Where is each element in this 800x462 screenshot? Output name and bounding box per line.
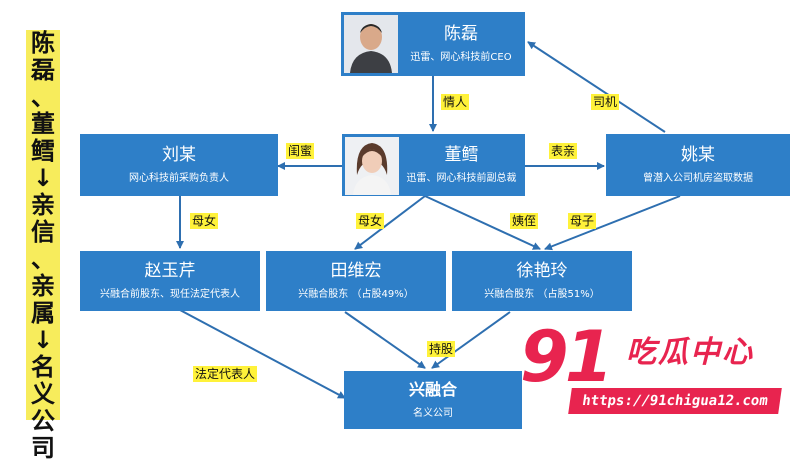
node-dong-xue: 董鳕 迅雷、网心科技前副总裁 bbox=[342, 134, 525, 196]
node-name: 兴融合 bbox=[408, 379, 457, 399]
side-title-char: 鳕 bbox=[31, 137, 55, 165]
edge-label-legal-rep: 法定代表人 bbox=[193, 366, 258, 382]
watermark-number: 91 bbox=[520, 316, 613, 398]
edge-label-lover: 情人 bbox=[441, 94, 470, 110]
edge-label-bestie: 闺蜜 bbox=[286, 143, 315, 159]
edge-label-mother-daughter-liu: 母女 bbox=[190, 213, 219, 229]
node-desc: 迅雷、网心科技前CEO bbox=[410, 51, 512, 63]
side-title-char: 义 bbox=[31, 380, 55, 408]
node-desc: 兴融合前股东、现任法定代表人 bbox=[100, 288, 240, 300]
side-title-char: ↓ bbox=[32, 164, 54, 192]
node-xu: 徐艳玲 兴融合股东 （占股51%） bbox=[452, 251, 632, 311]
side-title-char: ↓ bbox=[32, 326, 54, 354]
node-desc: 名义公司 bbox=[413, 407, 453, 419]
edge-label-holding: 持股 bbox=[427, 341, 456, 357]
watermark-url: https://91chigua12.com bbox=[568, 388, 782, 414]
edge-zhao-xrh bbox=[179, 309, 346, 399]
node-desc: 网心科技前采购负责人 bbox=[129, 172, 229, 184]
node-name: 姚某 bbox=[681, 144, 715, 165]
node-tian: 田维宏 兴融合股东 （占股49%） bbox=[266, 251, 446, 311]
node-liu: 刘某 网心科技前采购负责人 bbox=[80, 134, 278, 196]
edge-dong-xu bbox=[424, 195, 541, 250]
node-desc: 曾潜入公司机房盗取数据 bbox=[643, 172, 753, 184]
side-title-char: 亲 bbox=[31, 272, 55, 300]
portrait-chen-lei bbox=[344, 15, 398, 73]
node-desc: 兴融合股东 （占股51%） bbox=[484, 288, 600, 300]
side-title-char: 陈 bbox=[31, 29, 55, 57]
side-title-char: 信 bbox=[31, 218, 55, 246]
edge-dong-tian bbox=[354, 195, 426, 250]
side-title: 陈 磊 、 董 鳕 ↓ 亲 信 、 亲 属 ↓ 名 义 公 司 bbox=[26, 29, 60, 462]
edge-tian-xrh bbox=[344, 311, 426, 369]
side-title-char: 公 bbox=[31, 407, 55, 435]
edge-label-cousin: 表亲 bbox=[549, 143, 578, 159]
side-title-char: 、 bbox=[31, 83, 55, 111]
side-title-char: 磊 bbox=[31, 56, 55, 84]
node-name: 陈磊 bbox=[444, 23, 478, 44]
edge-label-mother-daughter-dong: 母女 bbox=[356, 213, 385, 229]
node-desc: 兴融合股东 （占股49%） bbox=[298, 288, 414, 300]
node-name: 赵玉芹 bbox=[144, 260, 196, 281]
node-name: 田维宏 bbox=[330, 260, 382, 281]
edge-yao-chen bbox=[527, 41, 666, 133]
side-title-char: 董 bbox=[31, 110, 55, 138]
node-zhao: 赵玉芹 兴融合前股东、现任法定代表人 bbox=[80, 251, 260, 311]
side-title-char: 司 bbox=[31, 434, 55, 462]
node-xingronghe: 兴融合 名义公司 bbox=[344, 371, 522, 429]
node-name: 刘某 bbox=[162, 144, 196, 165]
edge-label-driver: 司机 bbox=[591, 94, 620, 110]
portrait-dong-xue bbox=[345, 137, 399, 195]
edge-xu-xrh bbox=[431, 311, 511, 369]
side-title-char: 名 bbox=[31, 353, 55, 381]
edge-label-aunt-niece: 姨侄 bbox=[510, 213, 539, 229]
node-name: 徐艳玲 bbox=[516, 260, 568, 281]
node-yao: 姚某 曾潜入公司机房盗取数据 bbox=[606, 134, 790, 196]
edges-layer bbox=[176, 41, 681, 399]
edge-yao-xu bbox=[544, 195, 681, 251]
node-desc: 迅雷、网心科技前副总裁 bbox=[406, 172, 517, 184]
side-title-char: 属 bbox=[31, 299, 55, 327]
edge-label-mother-son: 母子 bbox=[568, 213, 597, 229]
watermark-brand: 吃瓜中心 bbox=[626, 335, 754, 370]
node-chen-lei: 陈磊 迅雷、网心科技前CEO bbox=[341, 12, 525, 76]
node-name: 董鳕 bbox=[444, 144, 479, 165]
side-title-char: 、 bbox=[31, 245, 55, 273]
side-title-char: 亲 bbox=[31, 191, 55, 219]
